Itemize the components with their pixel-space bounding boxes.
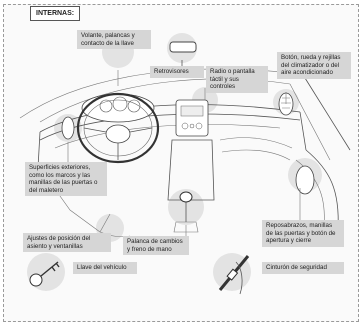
label-seatbelt: Cinturón de seguridad <box>262 262 344 274</box>
label-armrests: Reposabrazos, manillas de las puertas y … <box>262 220 344 247</box>
radio-icon <box>175 99 209 137</box>
gear-lever-icon <box>179 191 193 203</box>
steering-wheel-icon <box>76 92 160 164</box>
section-tag: INTERNAS: <box>30 6 81 21</box>
label-climate: Botón, rueda y rejillas del climatizador… <box>277 52 351 79</box>
label-key: Llave del vehículo <box>73 262 137 274</box>
label-mirrors: Retrovisores <box>150 66 204 78</box>
mirror-icon <box>169 41 197 53</box>
label-gear-lever: Palanca de cambios y freno de mano <box>123 236 189 256</box>
label-steering-wheel: Volante, palancas y contacto de la llave <box>77 30 151 50</box>
label-radio: Radio o pantalla táctil y sus controles <box>206 66 268 93</box>
key-icon <box>29 261 60 287</box>
door-handle-icon <box>295 165 315 195</box>
vent-left-icon <box>61 116 75 140</box>
label-seat-adjust: Ajustes de posición del asiento y ventan… <box>23 233 111 253</box>
label-exterior-surfaces: Superficies exteriores, como los marcos … <box>25 162 107 197</box>
seatbelt-icon <box>218 255 250 295</box>
